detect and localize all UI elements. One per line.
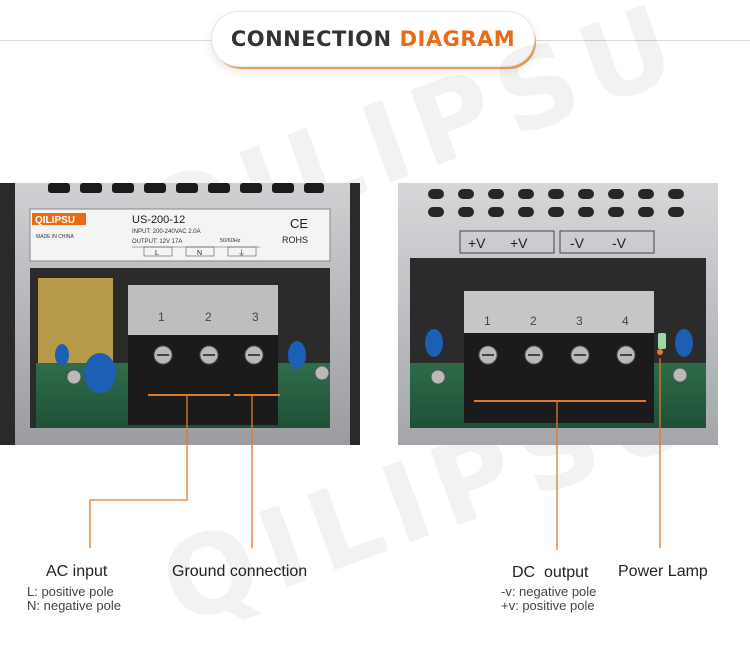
dc-output-photo: +V +V -V -V 1 2 3 4 <box>398 183 718 445</box>
output-rating: OUTPUT: 12V 17A <box>132 239 182 245</box>
title-word-2: DIAGRAM <box>399 27 516 51</box>
dc-terminal-illustration: +V +V -V -V 1 2 3 4 <box>398 183 718 445</box>
polarity-label-3: -V <box>570 235 585 251</box>
made-in-label: MADE IN CHINA <box>36 234 74 240</box>
brand-label: QILIPSU <box>35 215 75 226</box>
model-label: US-200-12 <box>132 214 185 226</box>
ac-input-label: AC input <box>46 563 108 580</box>
rohs-mark: ROHS <box>282 235 308 245</box>
header-rule-right <box>534 40 750 41</box>
terminal-number-1: 1 <box>158 310 165 324</box>
dc-terminal-number-2: 2 <box>530 314 537 328</box>
ac-input-photo: QILIPSU US-200-12 INPUT: 200-240VAC 2.0A… <box>0 183 360 445</box>
title-word-1: CONNECTION <box>230 27 392 51</box>
dc-neg-description: -v: negative pole <box>501 584 597 599</box>
dc-output-label: DC output <box>512 564 589 581</box>
ce-mark: CE <box>290 216 308 231</box>
polarity-label-2: +V <box>510 235 528 251</box>
terminal-number-2: 2 <box>205 310 212 324</box>
ac-n-description: N: negative pole <box>27 598 121 613</box>
terminal-letter-n: N <box>197 250 202 257</box>
terminal-letter-ground: ⏚ <box>238 249 245 257</box>
polarity-label-4: -V <box>612 235 627 251</box>
polarity-label-1: +V <box>468 235 486 251</box>
page-title: CONNECTION DIAGRAM <box>212 12 534 66</box>
input-frequency: 50/60Hz <box>220 238 241 244</box>
power-lamp-label: Power Lamp <box>618 563 708 580</box>
header-rule-left <box>0 40 214 41</box>
terminal-number-3: 3 <box>252 310 259 324</box>
dc-pos-description: +v: positive pole <box>501 598 595 613</box>
dc-terminal-number-3: 3 <box>576 314 583 328</box>
dc-terminal-number-1: 1 <box>484 314 491 328</box>
ac-l-description: L: positive pole <box>27 584 114 599</box>
ac-terminal-illustration: QILIPSU US-200-12 INPUT: 200-240VAC 2.0A… <box>0 183 360 445</box>
input-rating: INPUT: 200-240VAC 2.0A <box>132 229 201 235</box>
ground-connection-label: Ground connection <box>172 563 308 580</box>
terminal-letter-l: L <box>155 250 159 257</box>
dc-terminal-number-4: 4 <box>622 314 629 328</box>
